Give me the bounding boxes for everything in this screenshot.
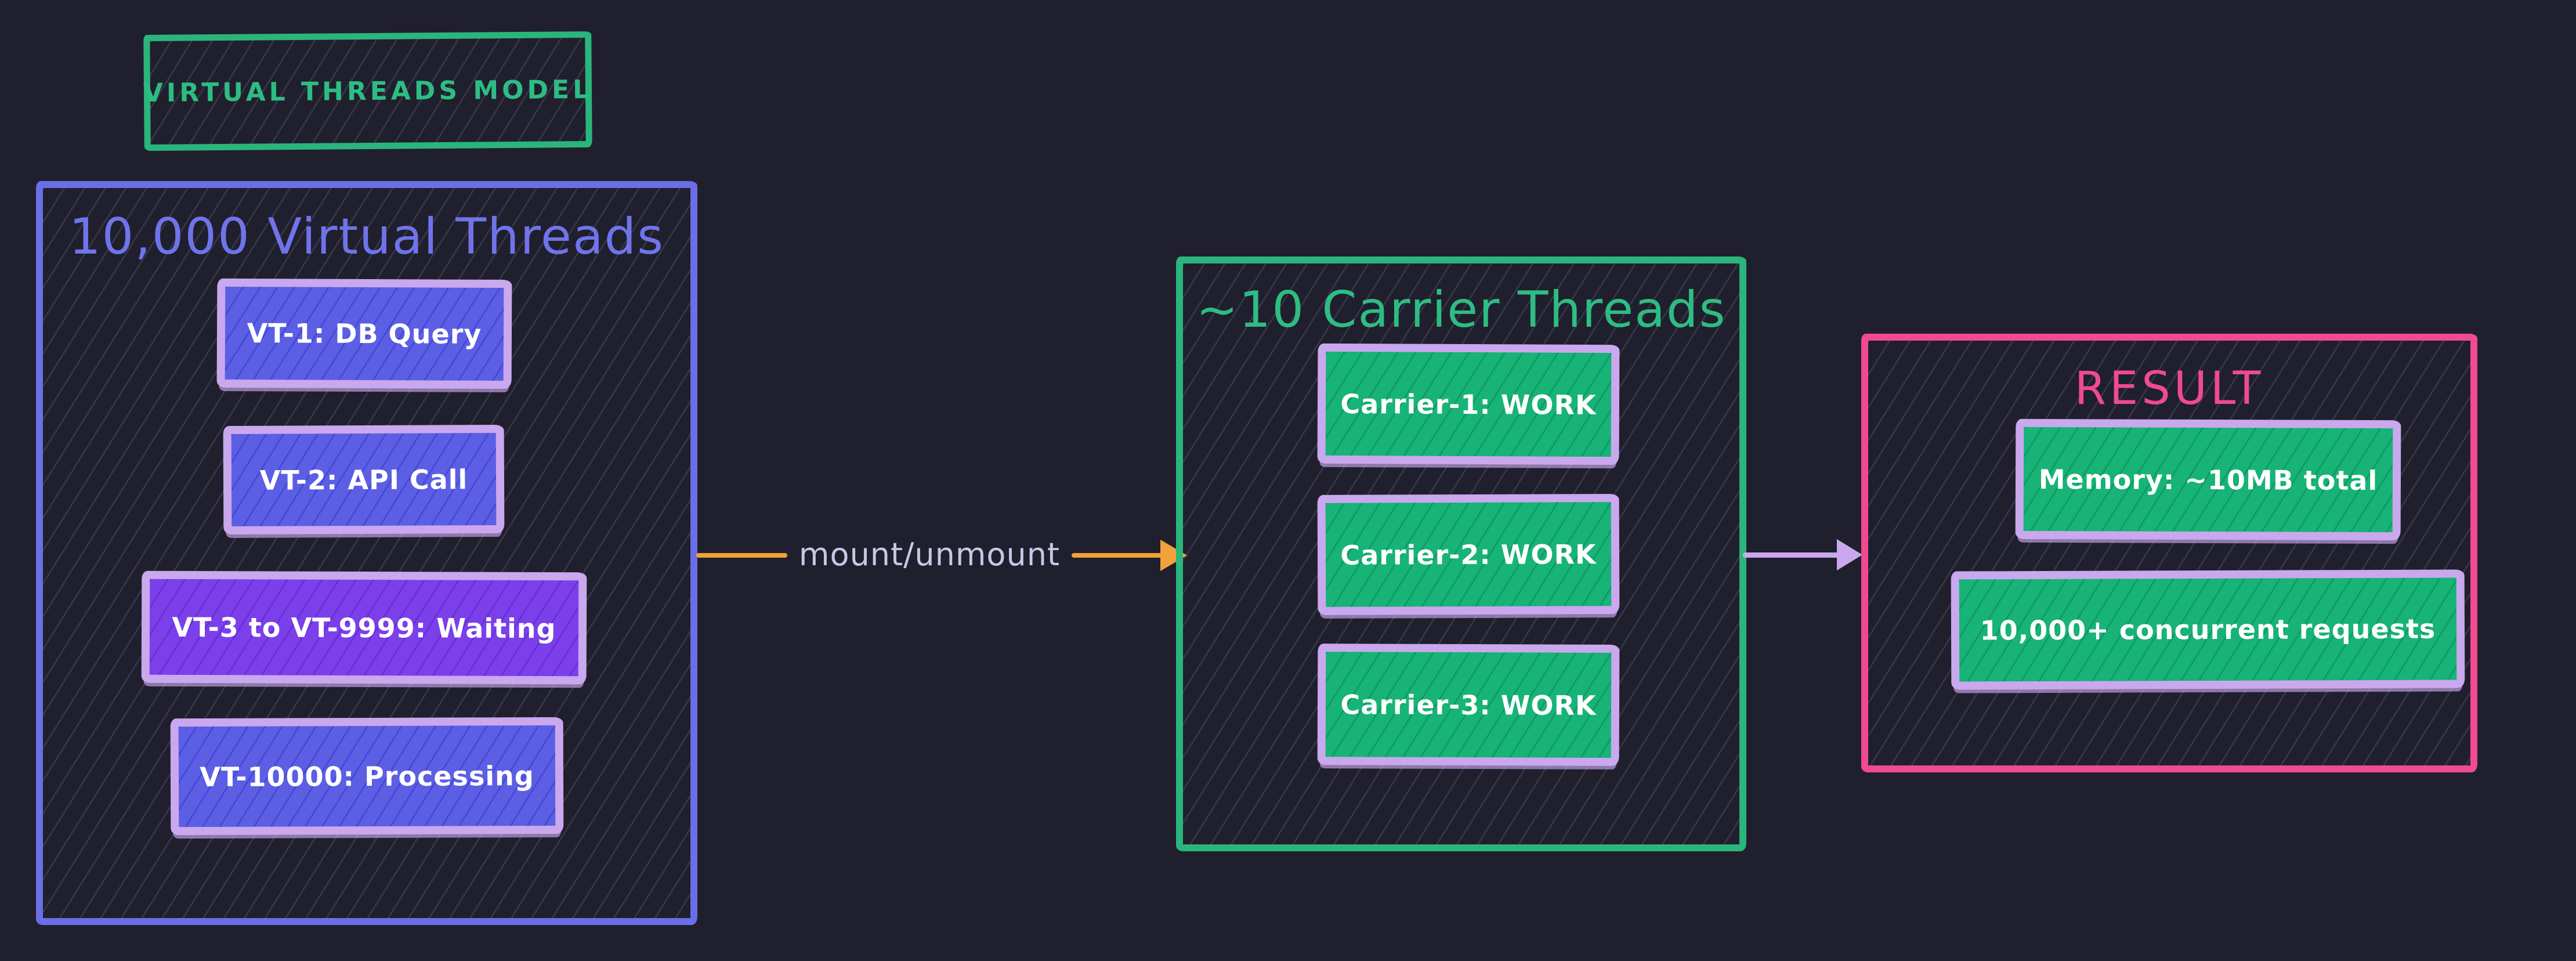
mount-unmount-label: mount/unmount [798, 536, 1061, 573]
carrier-2-chip: Carrier-2: WORK [1317, 494, 1620, 615]
carrier-to-result-arrow [1743, 539, 1862, 571]
virtual-threads-title: 10,000 Virtual Threads [68, 208, 665, 266]
carrier-1-label: Carrier-1: WORK [1340, 388, 1597, 421]
carrier-3-label: Carrier-3: WORK [1340, 688, 1597, 721]
virtual-threads-box: 10,000 Virtual Threads VT-1: DB Query VT… [36, 181, 697, 925]
memory-label: Memory: ~10MB total [2038, 463, 2378, 496]
result-arrowhead-icon [1837, 539, 1862, 570]
concurrent-requests-chip: 10,000+ concurrent requests [1951, 569, 2465, 690]
vt-10000-label: VT-10000: Processing [200, 760, 534, 793]
vt-10000-chip: VT-10000: Processing [170, 717, 564, 836]
carrier-1-chip: Carrier-1: WORK [1317, 343, 1620, 465]
vt-2-label: VT-2: API Call [259, 463, 468, 496]
result-box: RESULT Memory: ~10MB total 10,000+ concu… [1861, 334, 2477, 772]
vt-2-chip: VT-2: API Call [223, 424, 505, 535]
vt-1-label: VT-1: DB Query [247, 317, 482, 350]
vt-3-to-9999-chip: VT-3 to VT-9999: Waiting [141, 570, 587, 685]
mount-arrow-line-left [696, 553, 787, 558]
memory-chip: Memory: ~10MB total [2015, 418, 2401, 541]
mount-unmount-arrow: mount/unmount [696, 536, 1188, 573]
diagram-title-box: VIRTUAL THREADS MODEL [143, 31, 592, 151]
carrier-threads-title: ~10 Carrier Threads [1196, 281, 1727, 339]
carrier-3-chip: Carrier-3: WORK [1317, 644, 1620, 766]
concurrent-requests-label: 10,000+ concurrent requests [1980, 613, 2436, 646]
vt-3-to-9999-label: VT-3 to VT-9999: Waiting [172, 611, 556, 644]
carrier-threads-box: ~10 Carrier Threads Carrier-1: WORK Carr… [1176, 256, 1746, 851]
carrier-2-label: Carrier-2: WORK [1340, 538, 1597, 571]
result-arrow-line [1743, 552, 1839, 558]
result-title: RESULT [2074, 363, 2264, 415]
mount-arrow-line-right [1072, 553, 1163, 558]
vt-1-chip: VT-1: DB Query [216, 278, 512, 389]
diagram-title-label: VIRTUAL THREADS MODEL [143, 74, 593, 108]
